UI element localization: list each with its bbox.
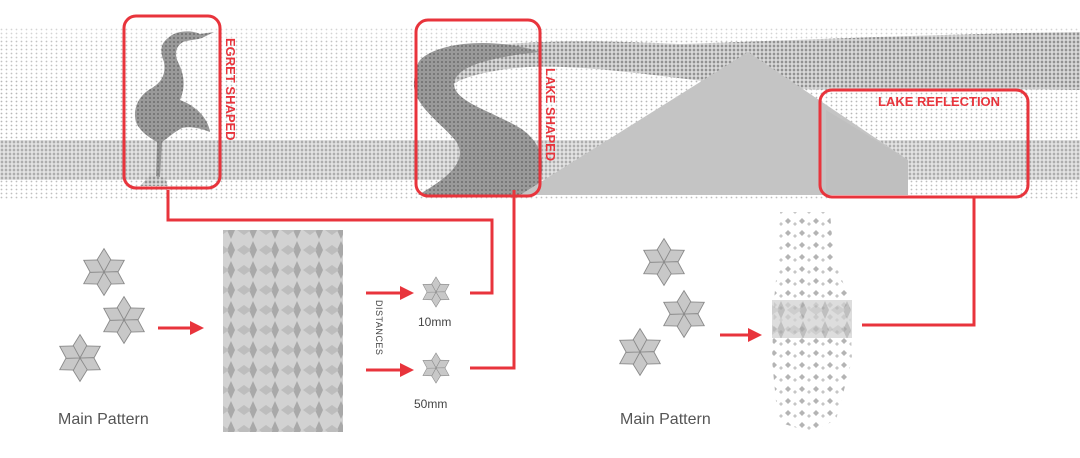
lake-reflection-label: LAKE REFLECTION <box>878 94 1000 109</box>
main-pattern-right-icon <box>616 239 708 376</box>
egret-shaped-label: EGRET SHAPED <box>223 38 238 141</box>
main-pattern-right-label: Main Pattern <box>620 411 711 428</box>
distances-label: DISTANCES <box>374 300 384 355</box>
connector-lines <box>166 190 976 370</box>
lake-reflection-box <box>818 88 1030 199</box>
highlight-boxes <box>122 14 1030 199</box>
lake-shaped-label: LAKE SHAPED <box>543 68 558 161</box>
main-pattern-left-icon <box>56 249 148 382</box>
tiled-pattern-panel <box>223 230 343 432</box>
arrow-to-sparse <box>720 328 762 342</box>
distance-arrows <box>366 286 414 377</box>
distance-50mm-label: 50mm <box>414 397 447 411</box>
star-10mm-icon <box>421 277 452 307</box>
main-pattern-left-label: Main Pattern <box>58 411 149 428</box>
mountain-shape <box>520 52 908 195</box>
lake-s-shape <box>413 42 543 195</box>
arrow-to-tile <box>158 321 204 335</box>
lake-box <box>414 18 542 198</box>
egret-icon <box>134 31 214 186</box>
star-50mm-icon <box>421 353 452 383</box>
distance-10mm-label: 10mm <box>418 315 451 329</box>
egret-box <box>122 14 222 190</box>
